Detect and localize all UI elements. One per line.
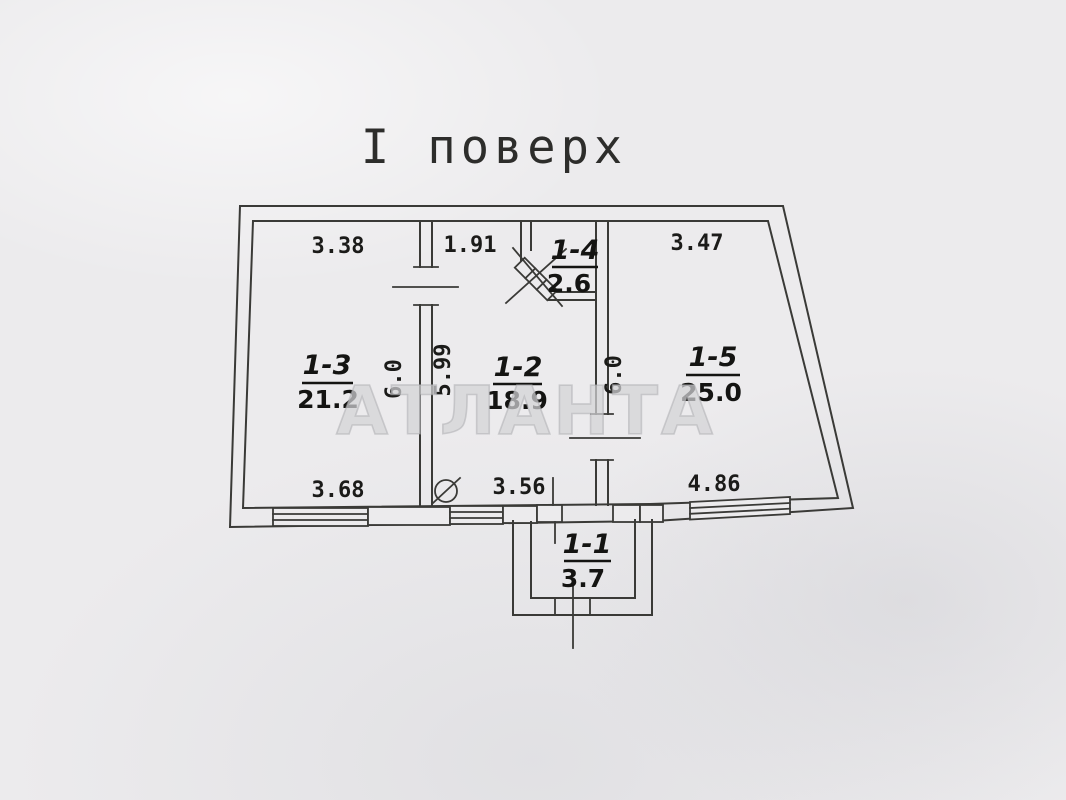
stove-symbol [431, 476, 462, 505]
wall-1-2-1-5 [569, 220, 641, 506]
bottom-wall-openings [272, 496, 791, 527]
entrance-vestibule [512, 519, 653, 649]
floor-title: І поверх [361, 120, 627, 175]
dimension-height-1-5: 6.0 [602, 355, 627, 395]
vestibule-outer-wall [512, 519, 653, 616]
room-1-1-label: 1-1 3.7 [561, 529, 612, 593]
room-area: 21.2 [297, 385, 359, 414]
vestibule-inner-wall [530, 519, 636, 599]
room-area: 18.9 [486, 386, 548, 415]
window-room-1-5 [689, 496, 791, 521]
room-id: 1-4 [551, 235, 600, 266]
dimension-bottom-1-2: 3.56 [493, 475, 546, 500]
dimension-top-1-5: 3.47 [671, 231, 724, 256]
dimension-height-1-2: 5.99 [431, 344, 456, 397]
room-id: 1-1 [563, 529, 612, 560]
room-id: 1-3 [303, 350, 352, 381]
dimension-top-1-3: 3.38 [312, 234, 365, 259]
wall-pier [536, 504, 563, 523]
agency-watermark: АТЛАНТА [336, 372, 716, 450]
room-1-4-label: 1-4 2.6 [547, 235, 600, 298]
room-1-2-label: 1-2 18.9 [486, 352, 548, 415]
room-id: 1-5 [689, 342, 738, 373]
wall-pier [367, 506, 451, 526]
room-area: 25.0 [680, 378, 742, 407]
room-1-4-walls [504, 220, 597, 308]
room-id: 1-2 [494, 352, 543, 383]
room-1-3-label: 1-3 21.2 [297, 350, 359, 414]
wall-1-3-1-2 [392, 220, 459, 507]
dimension-bottom-1-3: 3.68 [312, 478, 365, 503]
room-area: 2.6 [547, 269, 591, 298]
wall-pier [502, 505, 538, 524]
window-room-1-3 [272, 507, 369, 527]
room-1-5-label: 1-5 25.0 [680, 342, 742, 407]
window-room-1-2 [449, 505, 504, 525]
corner-door-cross [504, 246, 568, 308]
dimension-top-1-2: 1.91 [444, 233, 497, 258]
door-opening-jambs [413, 266, 439, 306]
door-opening-jambs [590, 413, 614, 461]
entrance-door-jambs [554, 597, 591, 616]
room-area: 3.7 [561, 564, 605, 593]
dimension-height-1-3: 6.0 [382, 359, 407, 399]
dimension-bottom-1-5: 4.86 [688, 472, 741, 497]
